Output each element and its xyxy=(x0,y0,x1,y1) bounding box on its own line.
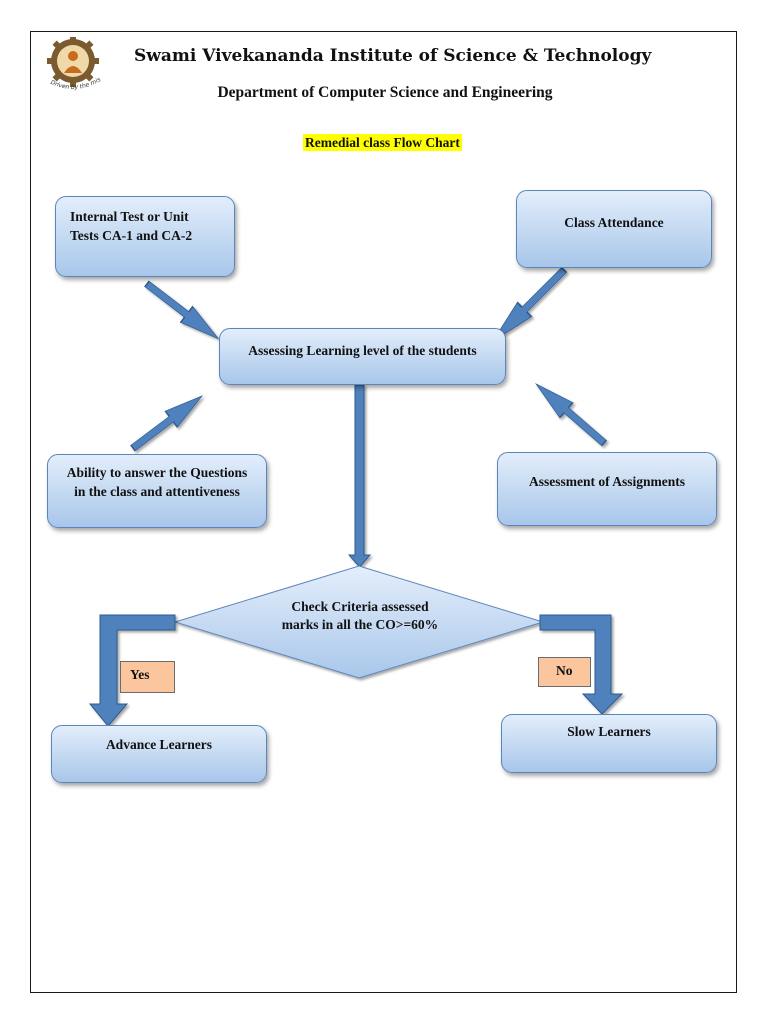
institution-title: Swami Vivekananda Institute of Science &… xyxy=(134,46,652,66)
arrow-assignments-to-assessing xyxy=(535,383,608,447)
arrow-assessing-to-decision xyxy=(347,384,372,568)
yes-label: Yes xyxy=(130,667,150,682)
flowchart-title: Remedial class Flow Chart xyxy=(303,134,462,151)
node-internal-test-line1: Internal Test or Unit xyxy=(70,209,189,224)
no-label: No xyxy=(556,663,573,678)
node-class-attendance-label: Class Attendance xyxy=(564,215,664,230)
node-advance-learners: Advance Learners xyxy=(51,725,267,783)
node-assignments: Assessment of Assignments xyxy=(497,452,717,526)
arrow-internal-to-assessing xyxy=(144,280,220,340)
node-class-attendance: Class Attendance xyxy=(516,190,712,268)
decision-text: Check Criteria assessed marks in all the… xyxy=(250,598,470,634)
node-assessing: Assessing Learning level of the students xyxy=(219,328,506,385)
arrow-ability-to-assessing xyxy=(130,395,204,452)
node-internal-test: Internal Test or Unit Tests CA-1 and CA-… xyxy=(55,196,235,277)
node-advance-learners-label: Advance Learners xyxy=(105,737,213,752)
arrow-no-branch xyxy=(539,614,624,715)
decision-diamond xyxy=(173,565,545,679)
node-assignments-label: Assessment of Assignments xyxy=(528,474,685,489)
no-badge: No xyxy=(538,657,591,687)
institute-logo: Driven by the mission xyxy=(40,37,102,91)
department-title: Department of Computer Science and Engin… xyxy=(217,84,553,101)
node-assessing-label: Assessing Learning level of the students xyxy=(248,343,477,358)
node-internal-test-line2: Tests CA-1 and CA-2 xyxy=(70,228,193,243)
node-ability-line1: Ability to answer the Questions xyxy=(66,465,248,480)
node-slow-learners-label: Slow Learners xyxy=(567,724,651,739)
decision-line2: marks in all the CO>=60% xyxy=(281,617,439,632)
arrow-attendance-to-assessing xyxy=(491,266,568,343)
yes-badge: Yes xyxy=(120,661,175,693)
arrow-yes-branch xyxy=(88,614,176,727)
node-ability-line2: in the class and attentiveness xyxy=(74,484,240,499)
node-slow-learners: Slow Learners xyxy=(501,714,717,773)
node-ability: Ability to answer the Questions in the c… xyxy=(47,454,267,528)
decision-line1: Check Criteria assessed xyxy=(291,599,429,614)
